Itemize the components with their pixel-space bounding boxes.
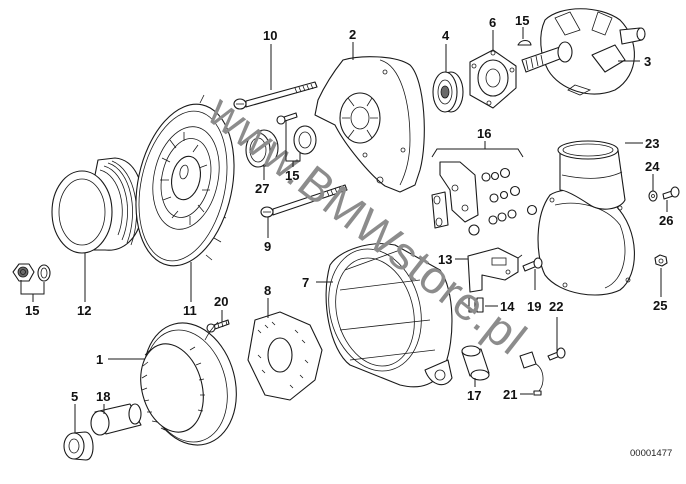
suppression-capacitor-part[interactable]: [519, 351, 544, 396]
woodruff-key-part[interactable]: [517, 39, 532, 46]
callout-16[interactable]: 16: [477, 126, 491, 141]
callout-15-left[interactable]: 15: [25, 303, 39, 318]
leader-lines: [20, 27, 668, 433]
terminal-hardware-kit-part[interactable]: [431, 161, 538, 236]
callout-13[interactable]: 13: [438, 252, 452, 267]
callout-20[interactable]: 20: [214, 294, 228, 309]
callout-17[interactable]: 17: [467, 388, 481, 403]
callout-27[interactable]: 27: [255, 181, 269, 196]
callout-15-middle[interactable]: 15: [285, 168, 299, 183]
callout-18[interactable]: 18: [96, 389, 110, 404]
callout-14[interactable]: 14: [500, 299, 515, 314]
callout-9[interactable]: 9: [264, 239, 271, 254]
callout-1[interactable]: 1: [96, 352, 103, 367]
callout-12[interactable]: 12: [77, 303, 91, 318]
small-screw-part[interactable]: [276, 112, 298, 125]
capacitor-screw-part[interactable]: [547, 347, 566, 361]
callout-8[interactable]: 8: [264, 283, 271, 298]
washer-24-part[interactable]: [648, 190, 658, 202]
callouts: 10 2 4 6 15 3 15 27 9 16 23 24 26 25 15 …: [25, 13, 673, 404]
carbon-brushes-part[interactable]: [468, 297, 484, 313]
drive-end-housing-part[interactable]: [314, 56, 425, 193]
pulley-part[interactable]: [51, 157, 144, 254]
air-duct-cover-part[interactable]: [537, 140, 635, 296]
nut-part[interactable]: [12, 263, 35, 282]
callout-10[interactable]: 10: [263, 28, 277, 43]
callout-2[interactable]: 2: [349, 27, 356, 42]
slip-ring-housing-part[interactable]: [315, 238, 453, 388]
washer-part[interactable]: [37, 264, 51, 282]
callout-7[interactable]: 7: [302, 275, 309, 290]
voltage-regulator-part[interactable]: [467, 247, 523, 293]
callout-26[interactable]: 26: [659, 213, 673, 228]
fan-part[interactable]: [122, 94, 248, 275]
callout-19[interactable]: 19: [527, 299, 541, 314]
cover-screw-part[interactable]: [662, 186, 680, 200]
callout-23[interactable]: 23: [645, 136, 659, 151]
through-bolt-upper-part[interactable]: [233, 81, 318, 110]
stator-part[interactable]: [130, 312, 249, 455]
rear-bearing-part[interactable]: [63, 431, 94, 461]
spacer-ring-part[interactable]: [245, 129, 279, 168]
spacer-part[interactable]: [293, 125, 317, 155]
callout-5[interactable]: 5: [71, 389, 78, 404]
bushing-part[interactable]: [90, 403, 142, 436]
callout-4[interactable]: 4: [442, 28, 450, 43]
rectifier-part[interactable]: [247, 311, 323, 401]
callout-22[interactable]: 22: [549, 299, 563, 314]
callout-15-key[interactable]: 15: [515, 13, 529, 28]
callout-3[interactable]: 3: [644, 54, 651, 69]
callout-24[interactable]: 24: [645, 159, 660, 174]
regulator-screw-part[interactable]: [522, 257, 543, 272]
bearing-cover-plate-part[interactable]: [469, 49, 517, 109]
sleeve-part[interactable]: [461, 345, 490, 381]
callout-25[interactable]: 25: [653, 298, 667, 313]
callout-6[interactable]: 6: [489, 15, 496, 30]
rectifier-screw-part[interactable]: [206, 319, 230, 333]
nut-25-part[interactable]: [654, 254, 668, 267]
rotor-part[interactable]: [521, 8, 646, 96]
through-bolt-lower-part[interactable]: [260, 184, 348, 218]
callout-21[interactable]: 21: [503, 387, 517, 402]
front-bearing-part[interactable]: [432, 71, 464, 113]
diagram-id: 00001477: [630, 448, 672, 459]
callout-11[interactable]: 11: [183, 303, 197, 318]
